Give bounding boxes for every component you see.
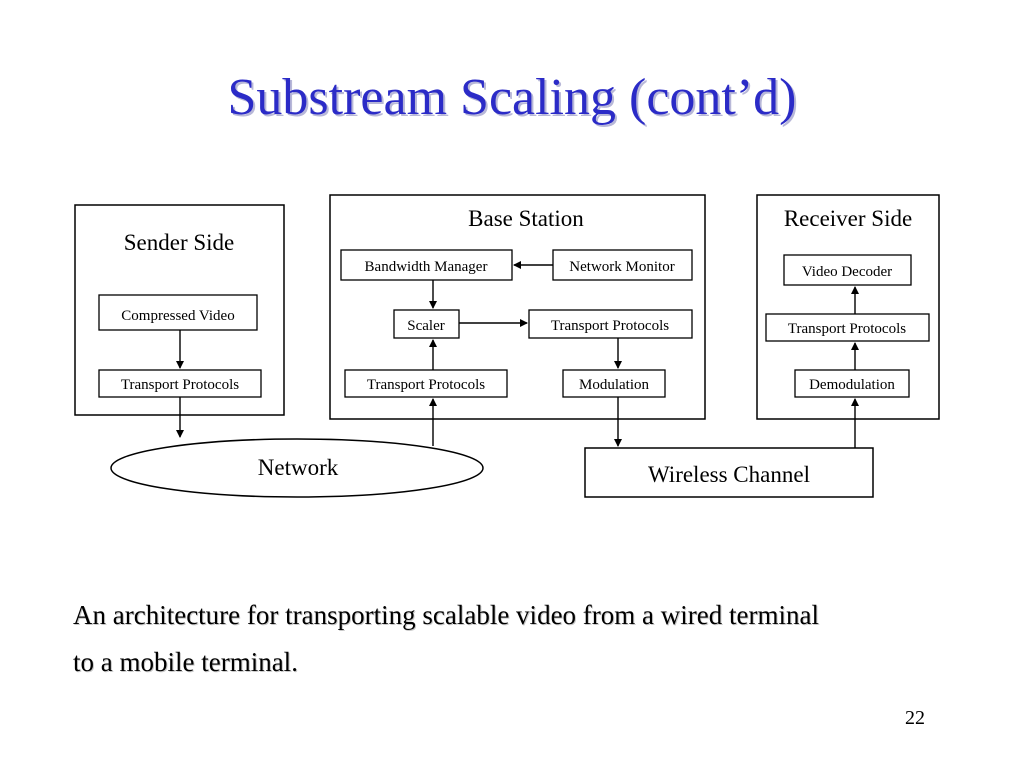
- bandwidth-manager-box: Bandwidth Manager: [340, 249, 513, 281]
- base-station-title: Base Station: [468, 206, 584, 231]
- receiver-transport-protocols-label: Transport Protocols: [788, 321, 906, 337]
- sender-transport-protocols-label: Transport Protocols: [121, 377, 239, 393]
- demodulation-box: Demodulation: [794, 369, 910, 398]
- scaler-label: Scaler: [407, 318, 444, 334]
- caption-line-2: to a mobile terminal.: [73, 647, 298, 677]
- receiver-side-panel: Receiver Side Video Decoder Transport Pr…: [756, 194, 940, 420]
- receiver-side-title: Receiver Side: [784, 206, 912, 231]
- modulation-label: Modulation: [579, 377, 649, 393]
- base-transport-protocols-left-box: Transport Protocols: [344, 369, 508, 398]
- base-transport-protocols-right-label: Transport Protocols: [551, 318, 669, 334]
- caption-line-1: An architecture for transporting scalabl…: [73, 600, 819, 630]
- base-station-panel: Base Station Bandwidth Manager Network M…: [329, 194, 706, 420]
- network-label: Network: [258, 455, 339, 480]
- slide-title: Substream Scaling (cont’d): [227, 69, 797, 126]
- sender-transport-protocols-box: Transport Protocols: [98, 369, 262, 398]
- demodulation-label: Demodulation: [809, 377, 895, 393]
- network-cloud: Network: [110, 438, 484, 498]
- compressed-video-label: Compressed Video: [121, 308, 234, 324]
- wireless-channel-box: Wireless Channel: [584, 447, 874, 498]
- scaler-box: Scaler: [393, 309, 460, 339]
- bandwidth-manager-label: Bandwidth Manager: [365, 259, 488, 275]
- slide-caption: An architecture for transporting scalabl…: [73, 592, 1023, 686]
- video-decoder-box: Video Decoder: [783, 254, 912, 286]
- sender-side-title: Sender Side: [124, 230, 235, 255]
- modulation-box: Modulation: [562, 369, 666, 398]
- network-monitor-label: Network Monitor: [569, 259, 674, 275]
- video-decoder-label: Video Decoder: [802, 264, 892, 280]
- base-transport-protocols-left-label: Transport Protocols: [367, 377, 485, 393]
- compressed-video-box: Compressed Video: [98, 294, 258, 331]
- wireless-channel-label: Wireless Channel: [648, 462, 810, 487]
- page-number: 22: [905, 707, 925, 729]
- base-transport-protocols-right-box: Transport Protocols: [528, 309, 693, 339]
- receiver-transport-protocols-box: Transport Protocols: [765, 313, 930, 342]
- network-monitor-box: Network Monitor: [552, 249, 693, 281]
- sender-side-panel: Sender Side Compressed Video Transport P…: [74, 204, 285, 416]
